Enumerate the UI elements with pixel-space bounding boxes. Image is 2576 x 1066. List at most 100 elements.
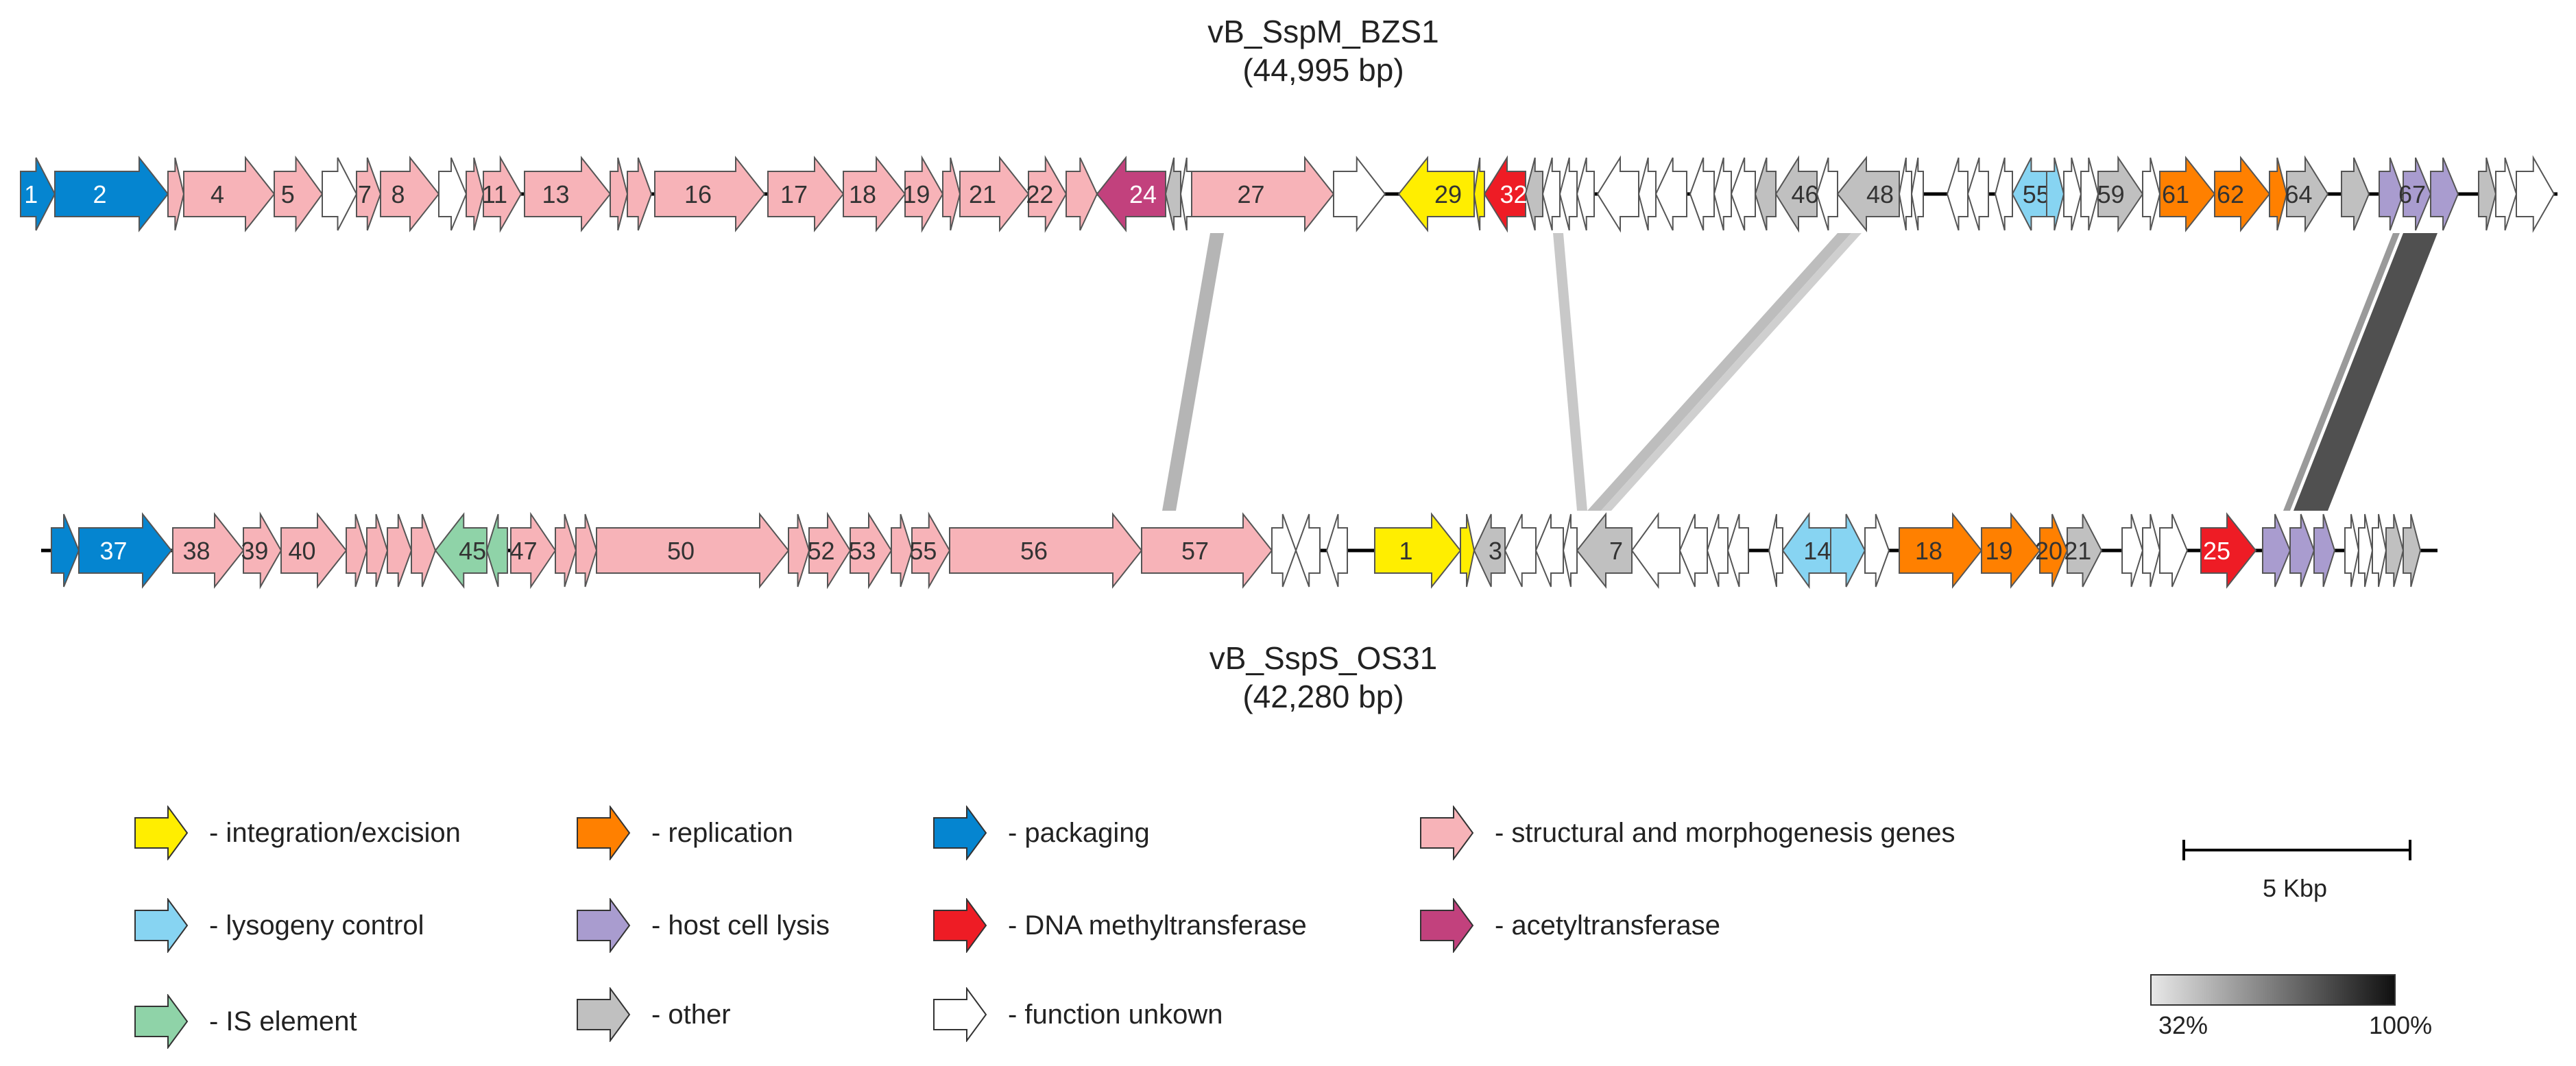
bottom-gene-u23-arrow: [1295, 513, 1321, 587]
top-gene-label: 46: [1791, 180, 1818, 208]
top-gene-16-arrow: [654, 156, 766, 232]
top-gene-u46-arrow: [1946, 157, 1969, 231]
bottom-gene-u30-arrow: [1562, 513, 1578, 587]
bottom-gene-37-arrow: [78, 512, 173, 589]
bottom-gene-u53-arrow: [2372, 513, 2387, 587]
bottom-gene-38-arrow: [172, 512, 245, 589]
bottom-gene-u35-arrow: [1726, 513, 1749, 587]
bottom-gene-u0-arrow: [51, 513, 80, 587]
identity-gradient: [2150, 974, 2396, 1006]
bottom-gene-label: 7: [1609, 537, 1623, 565]
bottom-gene-14-arrow: [1781, 511, 1831, 590]
bottom-gene-u24-arrow: [1325, 513, 1348, 587]
bottom-gene-u38-arrow: [1830, 513, 1866, 587]
legend-function-unknown: - function unkown: [932, 987, 1223, 1042]
top-gene-u24-arrow: [1179, 157, 1192, 231]
top-gene-u59-arrow: [2341, 157, 2370, 231]
bottom-genome-name: vB_SspS_OS31: [1209, 640, 1438, 676]
bottom-gene-u39-arrow: [1864, 513, 1890, 587]
top-gene-46-arrow: [1774, 155, 1818, 233]
top-gene-label: 27: [1237, 180, 1264, 208]
lysogeny-arrow-icon: [134, 898, 189, 953]
host-cell-lysis-arrow-icon: [577, 898, 631, 953]
scale-bar-label: 5 Kbp: [2263, 874, 2328, 902]
similarity-link-2: [1553, 233, 1587, 511]
top-gene-u36-arrow: [1654, 157, 1687, 231]
legend-integration: - integration/excision: [134, 805, 461, 860]
top-gene-19-arrow: [904, 155, 944, 233]
top-gene-label: 4: [210, 180, 224, 208]
bottom-gene-u13-arrow: [575, 513, 598, 587]
bottom-gene-u26-arrow: [1460, 513, 1476, 587]
legend-other: - other: [576, 987, 731, 1042]
top-gene-29-arrow: [1397, 156, 1475, 232]
top-gene-u40-arrow: [1754, 157, 1777, 231]
top-gene-62-arrow: [2214, 156, 2271, 232]
top-gene-4-arrow: [183, 156, 276, 232]
bottom-gene-18-arrow: [1899, 512, 1983, 589]
top-gene-label: 29: [1434, 180, 1462, 208]
scale-bar: [2182, 840, 2411, 860]
top-gene-label: 2: [93, 180, 106, 208]
bottom-gene-7-arrow: [1576, 512, 1633, 589]
top-gene-label: 21: [969, 180, 996, 208]
top-gene-u50-arrow: [2046, 157, 2065, 231]
bottom-gene-u49-arrow: [2289, 513, 2315, 587]
bottom-gene-label: 25: [2203, 537, 2230, 565]
acetyltransferase-arrow-icon: [1420, 898, 1474, 953]
top-gene-label: 16: [684, 180, 712, 208]
top-gene-label: 55: [2023, 180, 2050, 208]
bottom-gene-u44-arrow: [2121, 513, 2144, 587]
bottom-gene-label: 57: [1181, 537, 1209, 565]
top-gene-label: 8: [391, 180, 405, 208]
top-gene-u39-arrow: [1730, 157, 1756, 231]
top-gene-label: 24: [1129, 180, 1157, 208]
bottom-gene-label: 55: [909, 537, 937, 565]
top-genome-length: (44,995 bp): [1242, 52, 1404, 88]
bottom-gene-u18-arrow: [891, 513, 913, 587]
bottom-gene-label: 45: [459, 537, 486, 565]
replication-arrow-icon: [577, 805, 631, 860]
is-element-arrow-icon: [134, 994, 189, 1049]
top-gene-label: 67: [2398, 180, 2426, 208]
bottom-gene-52-arrow: [808, 511, 852, 590]
legend-function-unknown-label: - function unkown: [1008, 999, 1223, 1030]
top-gene-8-arrow: [380, 156, 440, 232]
similarity-link-5: [2283, 233, 2400, 511]
top-gene-32-arrow: [1483, 155, 1526, 233]
bottom-gene-1-arrow: [1374, 512, 1462, 589]
bottom-gene-u8-arrow: [411, 513, 437, 587]
legend-packaging-label: - packaging: [1008, 817, 1150, 848]
bottom-gene-19-arrow: [1981, 512, 2041, 589]
similarity-link-4: [1601, 233, 1862, 511]
top-gene-2-arrow: [54, 156, 169, 232]
top-gene-u44-arrow: [1898, 157, 1912, 231]
top-gene-u35-arrow: [1637, 157, 1657, 231]
top-gene-u21-arrow: [1066, 157, 1098, 231]
top-gene-label: 59: [2097, 180, 2125, 208]
top-gene-label: 61: [2162, 180, 2189, 208]
top-gene-24-arrow: [1096, 156, 1166, 232]
top-gene-label: 1: [24, 180, 38, 208]
bottom-gene-55-arrow: [911, 511, 951, 590]
bottom-gene-label: 52: [807, 537, 834, 565]
top-gene-u65-arrow: [2516, 155, 2555, 233]
top-gene-u28-arrow: [1473, 157, 1485, 231]
top-gene-label: 48: [1866, 180, 1894, 208]
top-gene-48-arrow: [1836, 156, 1900, 232]
bottom-gene-50-arrow: [596, 512, 790, 589]
top-gene-u13-arrow: [627, 157, 653, 231]
top-genome-name: vB_SspM_BZS1: [1207, 14, 1439, 49]
top-gene-label: 22: [1026, 180, 1053, 208]
bottom-genome-length: (42,280 bp): [1242, 679, 1404, 714]
bottom-genome-title: vB_SspS_OS31 (42,280 bp): [1015, 639, 1632, 716]
top-gene-18-arrow: [843, 156, 906, 232]
top-gene-u34-arrow: [1596, 155, 1639, 233]
legend-host-cell-lysis-label: - host cell lysis: [651, 910, 830, 941]
legend-acetyltransferase: - acetyltransferase: [1419, 898, 1720, 953]
top-gene-67-arrow: [2403, 157, 2432, 231]
bottom-gene-label: 18: [1915, 537, 1942, 565]
top-gene-u64-arrow: [2495, 157, 2518, 231]
top-gene-21-arrow: [959, 156, 1030, 232]
top-gene-label: 19: [902, 180, 930, 208]
